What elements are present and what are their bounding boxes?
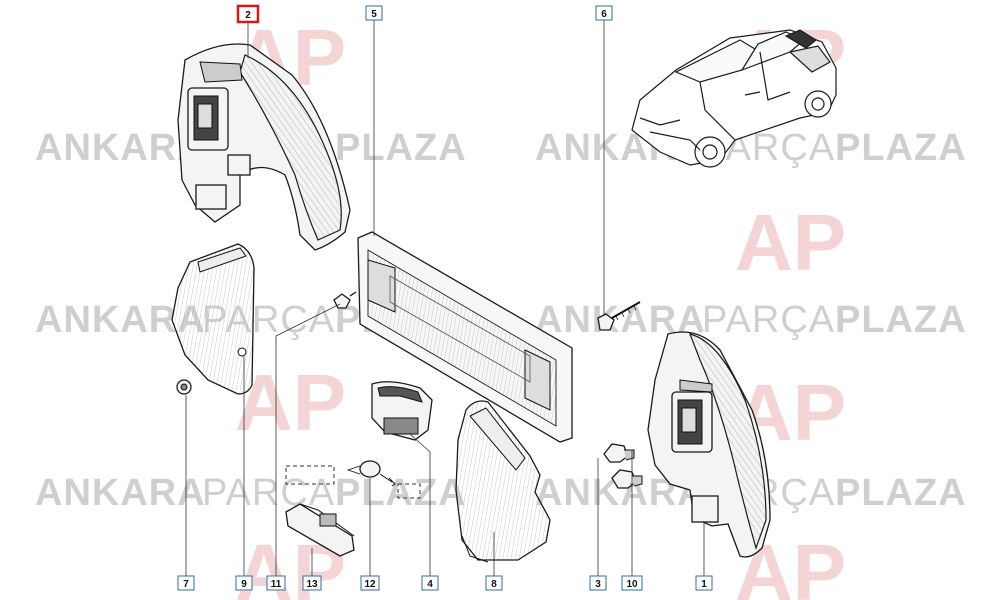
callout-12[interactable]: 12	[360, 575, 380, 591]
part-3-clip	[603, 443, 635, 463]
callout-label: 8	[491, 579, 497, 590]
callout-13[interactable]: 13	[302, 575, 322, 591]
callout-label: 4	[427, 579, 433, 590]
callout-7[interactable]: 7	[177, 575, 195, 591]
callout-2[interactable]: 2	[236, 4, 260, 24]
watermark-brand-right: PLAZA	[835, 299, 967, 341]
car-illustration	[631, 29, 837, 168]
watermark-brand-right: PLAZA	[835, 472, 967, 514]
callout-label: 6	[601, 9, 607, 20]
leader-4	[409, 433, 431, 576]
callout-5[interactable]: 5	[365, 5, 383, 21]
callout-label: 11	[271, 579, 282, 590]
leader-11	[275, 303, 341, 576]
callout-label: 13	[306, 579, 318, 590]
leader-lines	[185, 20, 705, 576]
part-11-fastener	[333, 291, 357, 309]
part-12-bulb	[346, 460, 396, 487]
part-7-fastener	[176, 379, 192, 395]
callout-3[interactable]: 3	[589, 575, 607, 591]
watermark-brand-left: ANKARA	[35, 127, 206, 169]
part-8-right-inner-cover	[455, 400, 551, 563]
watermark-brand-left: ANKARA	[35, 472, 206, 514]
dashed-outline-bulb-slot	[285, 465, 335, 485]
watermark-row: ANKARA PARÇA PLAZA ANKARA PARÇA PLAZA	[35, 127, 967, 169]
callout-label: 1	[701, 579, 707, 590]
part-1-right-tail-light	[647, 331, 771, 558]
callout-1[interactable]: 1	[695, 575, 713, 591]
callout-label: 7	[183, 579, 189, 590]
callout-4[interactable]: 4	[421, 575, 439, 591]
part-13-connector	[285, 503, 355, 557]
part-6-screw	[597, 301, 641, 331]
callout-10[interactable]: 10	[621, 575, 643, 591]
watermark-brand-right: PLAZA	[835, 127, 967, 169]
callout-9[interactable]: 9	[235, 575, 253, 591]
part-5-center-panel	[357, 231, 573, 443]
callout-label: 10	[626, 579, 638, 590]
watermark-brand-mid: PARÇA	[202, 472, 335, 514]
part-4-lamp-module	[371, 381, 433, 441]
callout-6[interactable]: 6	[595, 5, 613, 21]
callout-11[interactable]: 11	[266, 575, 286, 591]
callout-label: 3	[595, 579, 601, 590]
dashed-outline-socket	[397, 483, 421, 499]
callout-label: 9	[241, 579, 247, 590]
callout-label: 12	[364, 579, 376, 590]
watermark-logo-letters: AP	[235, 358, 346, 447]
callout-8[interactable]: 8	[485, 575, 503, 591]
leader-10	[630, 449, 633, 576]
part-10-clip	[611, 469, 643, 489]
watermark-brand-right: PLAZA	[335, 127, 467, 169]
part-9-left-inner-cover	[171, 243, 255, 395]
part-2-left-tail-light	[177, 43, 351, 251]
callout-label: 2	[245, 10, 251, 21]
callout-label: 5	[371, 9, 377, 20]
watermark-brand-mid: PARÇA	[702, 299, 835, 341]
watermark-logo-letters: AP	[735, 198, 846, 287]
watermark-brand-right: PLAZA	[335, 472, 467, 514]
